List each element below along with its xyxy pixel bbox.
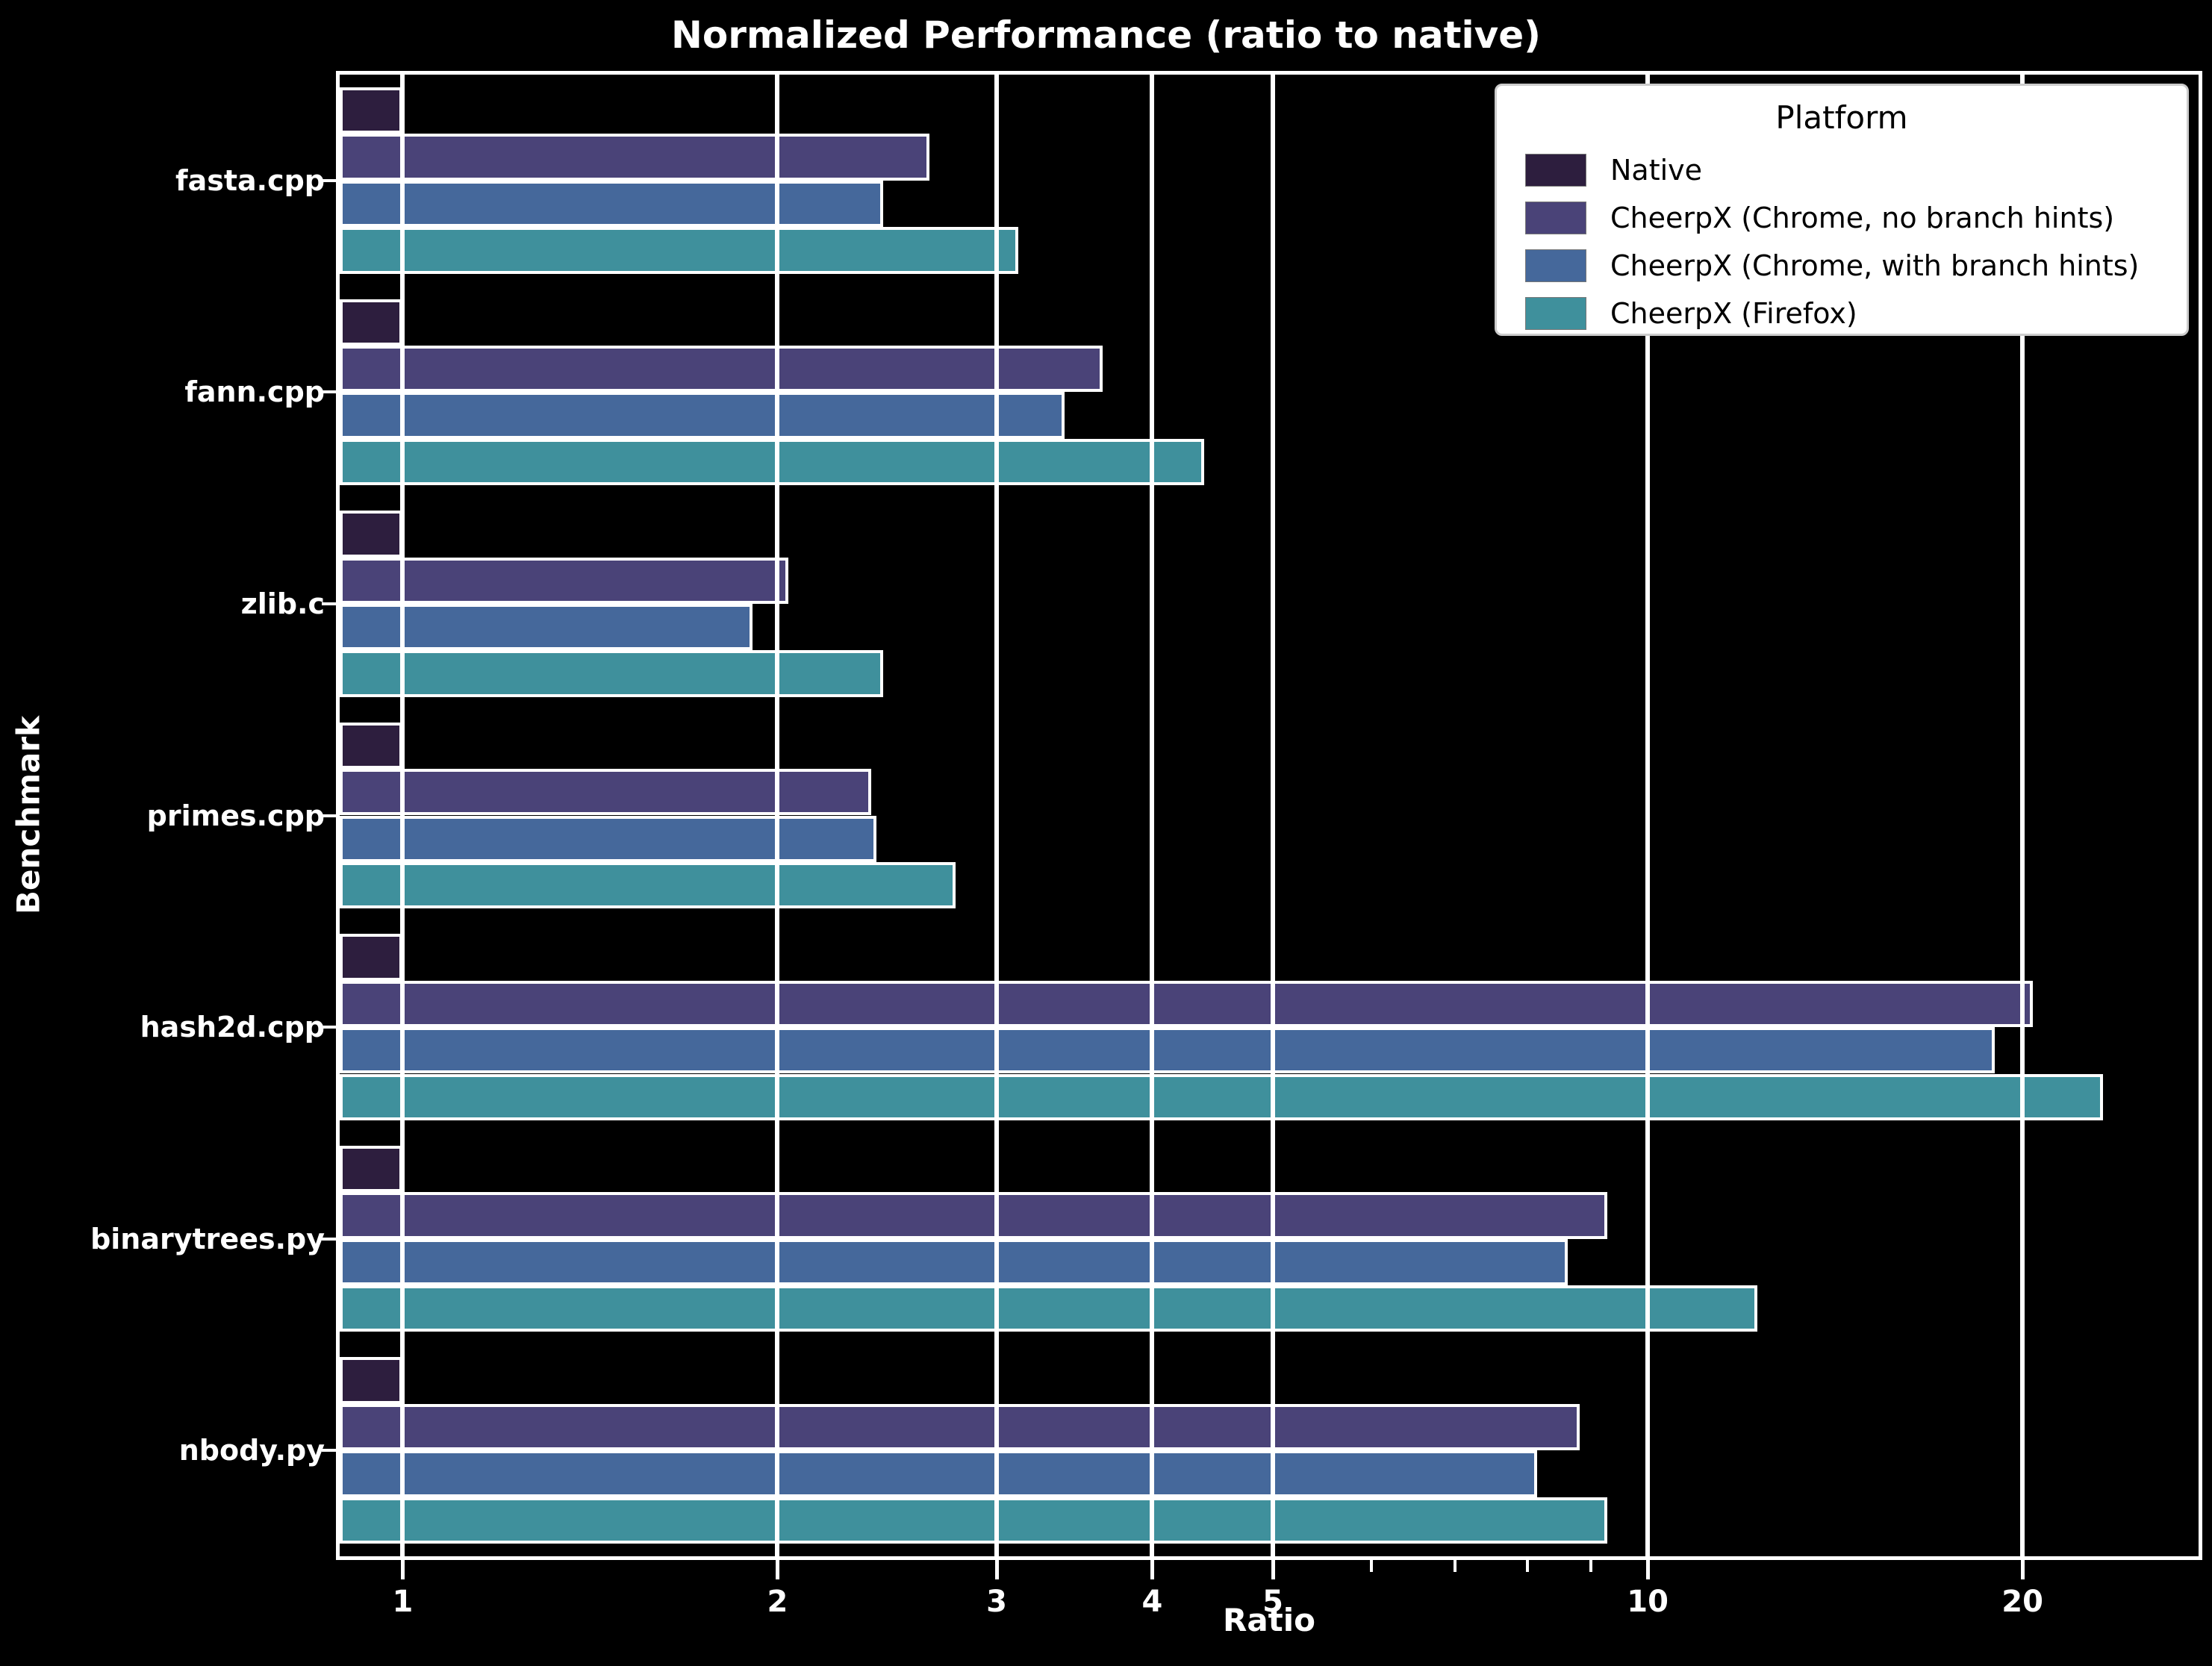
bar-primes.cpp-series2 [340,815,876,862]
y-tick [322,1449,340,1453]
x-major-tick-20 [2021,1560,2025,1579]
bar-fasta.cpp-series1 [340,134,930,181]
gridline-x-1 [400,75,405,1556]
x-major-tick-2 [776,1560,780,1579]
gridline-x-10 [1645,75,1651,1556]
category-label: fasta.cpp [175,163,325,197]
bar-fasta.cpp-series2 [340,180,883,228]
bar-fann.cpp-series3 [340,438,1204,486]
x-tick-label-4: 4 [1141,1585,1163,1619]
legend-swatch-3 [1525,297,1586,330]
legend-row-2: CheerpX (Chrome, with branch hints) [1497,242,2187,290]
x-major-tick-10 [1646,1560,1651,1579]
bar-nbody.py-series1 [340,1403,1580,1451]
x-tick-label-10: 10 [1627,1585,1669,1619]
bar-hash2d.cpp-series3 [340,1073,2103,1120]
gridline-x-4 [1150,75,1155,1556]
legend-label-0: Native [1610,154,1703,187]
legend-swatch-0 [1525,154,1586,187]
spine-bottom [340,1556,2199,1560]
spine-right [2199,71,2202,1560]
gridline-x-20 [2020,75,2025,1556]
category-label: nbody.py [178,1434,325,1467]
bar-hash2d.cpp-series1 [340,980,2034,1028]
bar-primes.cpp-series1 [340,769,872,816]
y-tick [322,602,340,605]
bar-primes.cpp-series0 [340,722,403,770]
legend-label-3: CheerpX (Firefox) [1610,297,1857,330]
gridline-x-5 [1271,75,1276,1556]
category-label: fann.cpp [184,375,325,409]
bar-fann.cpp-series1 [340,346,1103,393]
x-tick-label-1: 1 [392,1585,414,1619]
legend-label-1: CheerpX (Chrome, no branch hints) [1610,202,2115,234]
bar-fasta.cpp-series0 [340,87,403,134]
bar-fann.cpp-series0 [340,299,403,346]
x-tick-label-2: 2 [767,1585,788,1619]
bar-binarytrees.py-series2 [340,1238,1568,1285]
chart-title: Normalized Performance (ratio to native) [671,13,1541,57]
legend-swatch-1 [1525,202,1586,234]
y-tick [322,1026,340,1029]
y-tick [322,390,340,394]
x-major-tick-5 [1271,1560,1276,1579]
category-label: primes.cpp [146,799,325,832]
bar-zlib.c-series3 [340,650,883,697]
y-tick [322,178,340,182]
bar-nbody.py-series3 [340,1497,1607,1544]
legend-row-1: CheerpX (Chrome, no branch hints) [1497,194,2187,242]
bar-zlib.c-series0 [340,511,403,558]
x-axis-label: Ratio [1222,1602,1316,1638]
legend-swatch-2 [1525,249,1586,282]
legend-row-3: CheerpX (Firefox) [1497,290,2187,337]
bar-zlib.c-series1 [340,557,788,604]
x-minor-tick-7 [1453,1560,1457,1572]
category-label: binarytrees.py [90,1222,325,1255]
category-label: hash2d.cpp [140,1011,325,1044]
bar-hash2d.cpp-series0 [340,934,403,981]
bar-hash2d.cpp-series2 [340,1027,1995,1074]
bar-zlib.c-series2 [340,603,753,651]
bar-binarytrees.py-series1 [340,1192,1607,1239]
bar-nbody.py-series2 [340,1450,1537,1497]
x-major-tick-1 [401,1560,405,1579]
gridline-x-3 [994,75,1000,1556]
legend-row-0: Native [1497,146,2187,194]
plot-area [336,71,2202,1560]
y-tick [322,814,340,817]
x-minor-tick-9 [1589,1560,1592,1572]
x-major-tick-3 [995,1560,1000,1579]
x-minor-tick-6 [1370,1560,1374,1572]
gridline-x-2 [775,75,780,1556]
spine-top [340,71,2199,75]
x-tick-label-20: 20 [2001,1585,2043,1619]
bar-fann.cpp-series2 [340,392,1065,439]
x-tick-label-5: 5 [1262,1585,1284,1619]
x-minor-tick-8 [1525,1560,1529,1572]
bar-nbody.py-series0 [340,1357,403,1404]
bar-binarytrees.py-series3 [340,1285,1758,1332]
bar-fasta.cpp-series3 [340,227,1018,274]
x-tick-label-3: 3 [986,1585,1008,1619]
bar-binarytrees.py-series0 [340,1145,403,1193]
category-label: zlib.c [240,587,325,620]
bar-primes.cpp-series3 [340,861,956,909]
x-major-tick-4 [1150,1560,1155,1579]
legend-title: Platform [1775,99,1908,136]
y-tick [322,1237,340,1241]
legend-label-2: CheerpX (Chrome, with branch hints) [1610,249,2140,282]
